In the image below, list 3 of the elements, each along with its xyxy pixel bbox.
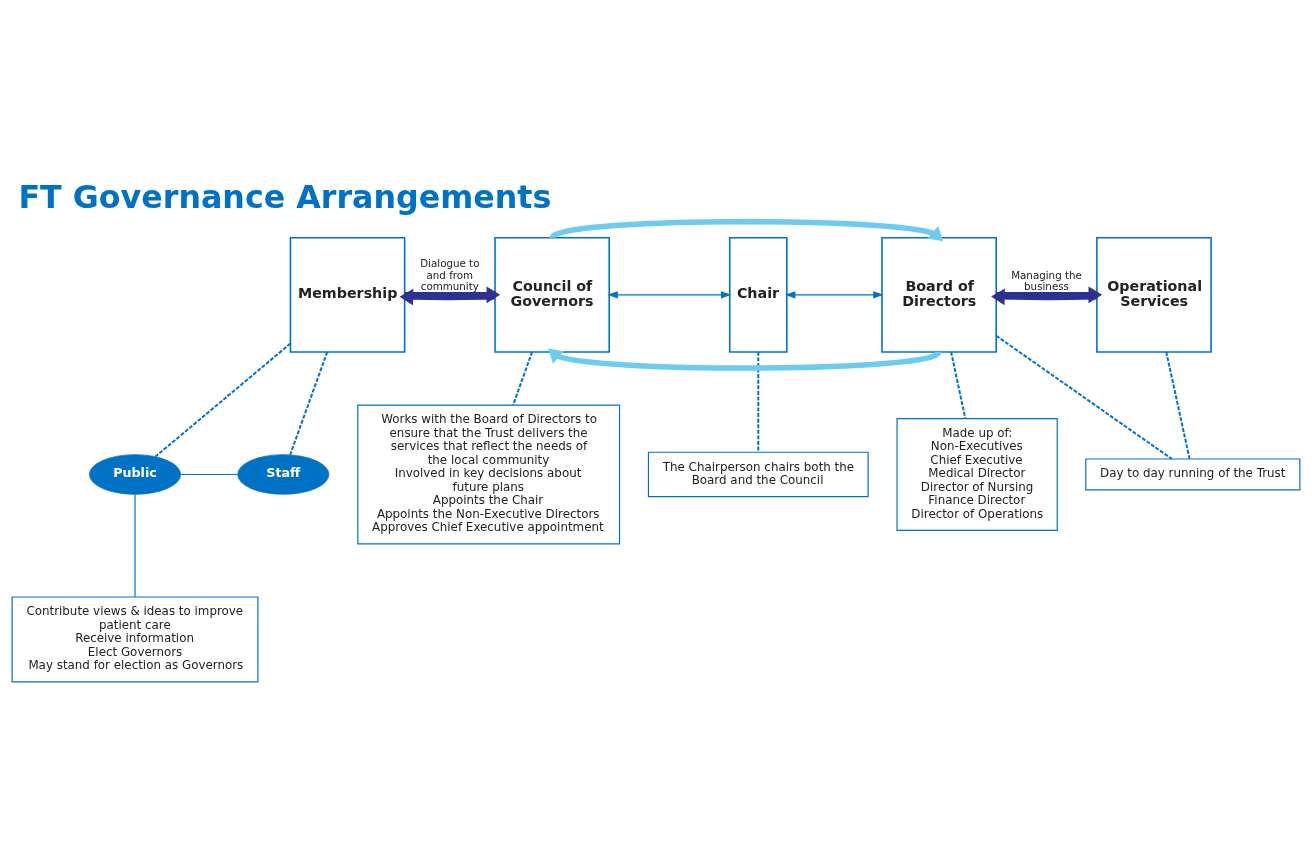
edge-label: Managing the business	[1011, 268, 1082, 292]
edge-label: Dialogue to and from community	[420, 256, 480, 292]
diagram-title: FT Governance Arrangements	[18, 178, 552, 215]
